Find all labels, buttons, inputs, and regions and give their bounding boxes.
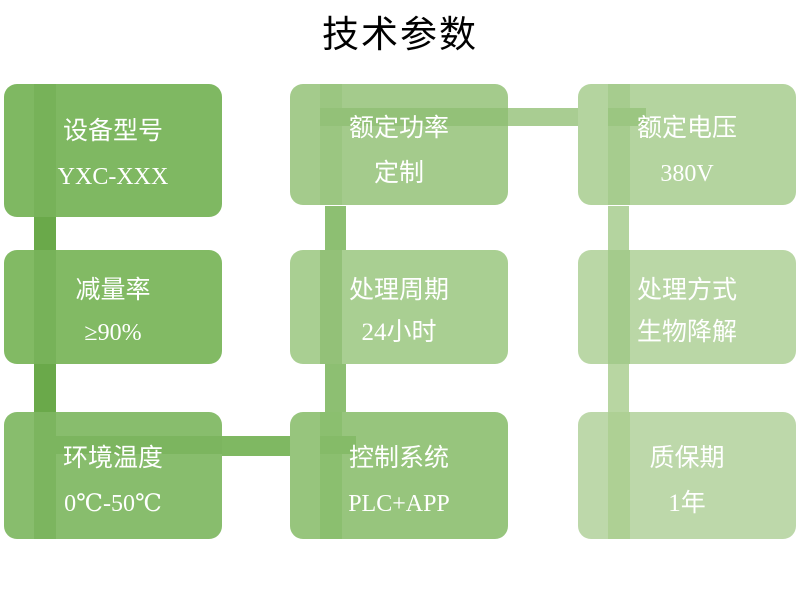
card-reduction-rate[interactable]: 减量率 ≥90%: [4, 250, 222, 364]
card-accent-stripe: [34, 412, 56, 539]
card-value: 24小时: [361, 319, 437, 346]
card-value: 0℃-50℃: [64, 491, 162, 517]
card-treatment-method[interactable]: 处理方式 生物降解: [578, 250, 796, 364]
connector-col2-row2-row3: [325, 362, 346, 414]
connector-col2-row1-row2: [325, 206, 346, 252]
card-accent-band: [34, 436, 222, 454]
card-label: 减量率: [75, 277, 151, 304]
card-label: 额定电压: [636, 115, 737, 142]
card-label: 环境温度: [62, 445, 163, 472]
card-value: 定制: [373, 160, 424, 187]
connector-col1-row2-row3: [34, 362, 56, 414]
card-accent-band: [320, 108, 508, 126]
card-label: 额定功率: [348, 115, 449, 142]
page-title: 技术参数: [322, 14, 478, 55]
card-accent-stripe: [320, 412, 342, 539]
card-value: YXC-XXX: [57, 164, 169, 190]
card-value: 1年: [668, 490, 706, 517]
card-ambient-temperature[interactable]: 环境温度 0℃-50℃: [4, 412, 222, 539]
connector-col3-row2-row3: [608, 362, 629, 414]
card-value: ≥90%: [84, 320, 142, 346]
card-value: PLC+APP: [348, 491, 450, 517]
card-accent-stripe: [320, 250, 342, 364]
card-rated-voltage[interactable]: 额定电压 380V: [578, 84, 796, 205]
card-accent-stripe: [608, 412, 630, 539]
card-warranty-period[interactable]: 质保期 1年: [578, 412, 796, 539]
card-accent-stripe: [34, 84, 56, 217]
card-treatment-cycle[interactable]: 处理周期 24小时: [290, 250, 508, 364]
card-label: 设备型号: [62, 118, 163, 145]
card-rated-power[interactable]: 额定功率 定制: [290, 84, 508, 205]
card-device-model[interactable]: 设备型号 YXC-XXX: [4, 84, 222, 217]
card-label: 处理周期: [348, 277, 449, 304]
card-accent-stripe: [608, 250, 630, 364]
connector-col3-row1-row2: [608, 206, 629, 252]
card-control-system[interactable]: 控制系统 PLC+APP: [290, 412, 508, 539]
card-label: 控制系统: [348, 445, 449, 472]
card-label: 处理方式: [636, 277, 737, 304]
card-value: 生物降解: [636, 319, 737, 346]
card-accent-stripe: [34, 250, 56, 364]
card-accent-band: [320, 436, 356, 454]
card-accent-band: [608, 108, 646, 126]
card-label: 质保期: [649, 445, 725, 472]
connector-row3-col1-col2: [212, 436, 304, 456]
connector-col1-row1-row2: [34, 216, 56, 252]
connector-row1-col2-col3: [500, 108, 590, 126]
card-value: 380V: [660, 161, 714, 187]
